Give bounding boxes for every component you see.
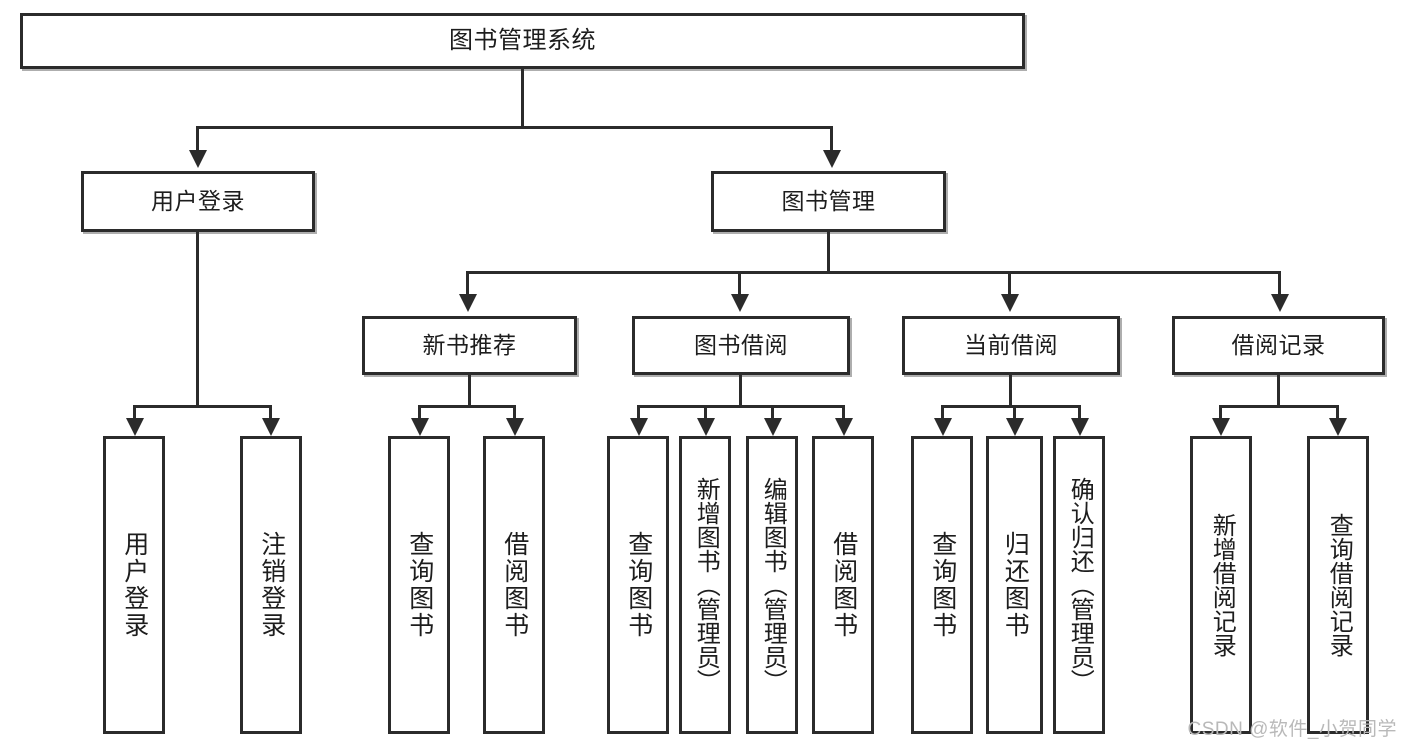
connector-user-login-bus	[133, 405, 272, 408]
connector-current-borrow-stem	[1009, 375, 1012, 405]
connector-drop-leaf-query-book-current	[941, 405, 944, 419]
arrowhead-leaf-logout-login	[262, 418, 280, 436]
connector-borrow-record-stem	[1277, 375, 1280, 405]
connector-drop-leaf-user-login	[133, 405, 136, 419]
connector-borrow-record-bus	[1219, 405, 1338, 408]
connector-drop-leaf-add-borrow-record	[1219, 405, 1222, 419]
arrowhead-leaf-query-book-borrow	[630, 418, 648, 436]
connector-new-book-recommend-stem	[468, 375, 471, 405]
node-label: 用户登录	[120, 531, 149, 639]
node-label: 图书管理系统	[449, 27, 596, 54]
node-label: 查询图书	[928, 531, 957, 639]
connector-drop-leaf-edit-book-admin	[771, 405, 774, 419]
arrowhead-book-management	[823, 150, 841, 168]
node-label: 借阅图书	[500, 531, 529, 639]
node-label: 借阅记录	[1231, 332, 1326, 359]
arrowhead-leaf-borrow-book-recommend	[506, 418, 524, 436]
node-label: 编辑图书（管理员）	[759, 477, 787, 693]
node-leaf-query-book-borrow[interactable]: 查询图书	[607, 436, 669, 734]
connector-root-bus	[196, 126, 833, 129]
node-current-borrow[interactable]: 当前借阅	[902, 316, 1120, 375]
node-label: 借阅图书	[829, 531, 858, 639]
node-label: 当前借阅	[964, 332, 1058, 359]
connector-drop-leaf-add-book-admin	[704, 405, 707, 419]
node-leaf-confirm-return-admin[interactable]: 确认归还（管理员）	[1053, 436, 1105, 734]
arrowhead-leaf-query-borrow-record	[1329, 418, 1347, 436]
node-user-login[interactable]: 用户登录	[81, 171, 315, 232]
arrowhead-book-borrow	[731, 294, 749, 312]
connector-drop-leaf-return-book	[1013, 405, 1016, 419]
node-label: 归还图书	[1001, 531, 1030, 639]
node-root-system[interactable]: 图书管理系统	[20, 13, 1025, 69]
node-label: 新增借阅记录	[1208, 513, 1236, 657]
node-leaf-return-book[interactable]: 归还图书	[986, 436, 1043, 734]
node-label: 用户登录	[151, 188, 245, 215]
arrowhead-leaf-borrow-book	[835, 418, 853, 436]
node-label: 注销登录	[257, 531, 286, 639]
arrowhead-user-login	[189, 150, 207, 168]
node-leaf-edit-book-admin[interactable]: 编辑图书（管理员）	[746, 436, 798, 734]
connector-drop-current-borrow	[1008, 271, 1011, 295]
node-leaf-query-borrow-record[interactable]: 查询借阅记录	[1307, 436, 1369, 734]
connector-drop-book-borrow	[738, 271, 741, 295]
connector-book-management-bus	[466, 271, 1281, 274]
connector-drop-leaf-logout-login	[269, 405, 272, 419]
connector-root-stem	[521, 69, 524, 126]
node-label: 新增图书（管理员）	[692, 477, 720, 693]
node-label: 新书推荐	[422, 332, 517, 359]
connector-drop-book-management	[830, 126, 833, 151]
node-leaf-borrow-book-recommend[interactable]: 借阅图书	[483, 436, 545, 734]
node-new-book-recommend[interactable]: 新书推荐	[362, 316, 577, 375]
node-leaf-add-borrow-record[interactable]: 新增借阅记录	[1190, 436, 1252, 734]
connector-drop-user-login	[196, 126, 199, 151]
connector-drop-leaf-query-book-recommend	[418, 405, 421, 419]
arrowhead-leaf-add-book-admin	[697, 418, 715, 436]
connector-drop-leaf-borrow-book	[842, 405, 845, 419]
arrowhead-new-book-recommend	[459, 294, 477, 312]
node-label: 确认归还（管理员）	[1066, 477, 1094, 693]
connector-drop-borrow-record	[1278, 271, 1281, 295]
connector-drop-leaf-query-book-borrow	[637, 405, 640, 419]
connector-book-management-stem	[827, 232, 830, 271]
connector-drop-leaf-confirm-return-admin	[1078, 405, 1081, 419]
node-leaf-logout-login[interactable]: 注销登录	[240, 436, 302, 734]
node-label: 图书管理	[781, 188, 876, 215]
node-leaf-query-book-current[interactable]: 查询图书	[911, 436, 973, 734]
node-leaf-add-book-admin[interactable]: 新增图书（管理员）	[679, 436, 731, 734]
watermark-text: CSDN @软件_小贺同学	[1187, 719, 1397, 740]
node-leaf-user-login[interactable]: 用户登录	[103, 436, 165, 734]
arrowhead-leaf-edit-book-admin	[764, 418, 782, 436]
node-leaf-query-book-recommend[interactable]: 查询图书	[388, 436, 450, 734]
node-book-management[interactable]: 图书管理	[711, 171, 946, 232]
connector-book-borrow-stem	[739, 375, 742, 405]
node-leaf-borrow-book[interactable]: 借阅图书	[812, 436, 874, 734]
node-label: 查询图书	[405, 531, 434, 639]
node-book-borrow[interactable]: 图书借阅	[632, 316, 850, 375]
connector-drop-leaf-borrow-book-recommend	[513, 405, 516, 419]
node-label: 查询借阅记录	[1325, 513, 1353, 657]
arrowhead-leaf-return-book	[1006, 418, 1024, 436]
connector-new-book-recommend-bus	[418, 405, 515, 408]
connector-current-borrow-bus	[941, 405, 1081, 408]
node-label: 图书借阅	[694, 332, 788, 359]
arrowhead-leaf-add-borrow-record	[1212, 418, 1230, 436]
arrowhead-leaf-query-book-recommend	[411, 418, 429, 436]
arrowhead-leaf-confirm-return-admin	[1071, 418, 1089, 436]
arrowhead-leaf-query-book-current	[934, 418, 952, 436]
connector-book-borrow-bus	[637, 405, 844, 408]
connector-drop-new-book-recommend	[466, 271, 469, 295]
arrowhead-borrow-record	[1271, 294, 1289, 312]
node-label: 查询图书	[624, 531, 653, 639]
arrowhead-leaf-user-login	[126, 418, 144, 436]
connector-drop-leaf-query-borrow-record	[1336, 405, 1339, 419]
arrowhead-current-borrow	[1001, 294, 1019, 312]
connector-user-login-stem	[196, 232, 199, 405]
node-borrow-record[interactable]: 借阅记录	[1172, 316, 1385, 375]
